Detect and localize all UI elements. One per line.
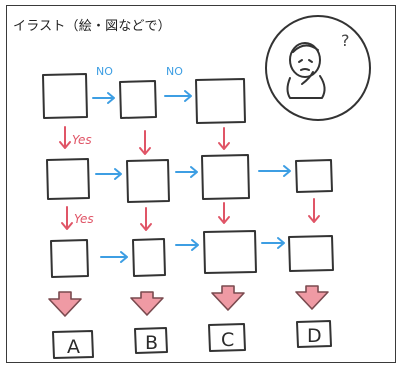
decision-box-r3c2 <box>132 238 166 277</box>
no-arrow <box>175 239 199 251</box>
outcome-down-arrow-icon <box>295 285 329 310</box>
decision-box-r3c1 <box>50 239 89 278</box>
decision-box-r2c3 <box>201 154 250 200</box>
no-arrow <box>92 92 115 104</box>
decision-box-r3c3 <box>203 230 257 274</box>
decision-box-r2c1 <box>46 158 90 200</box>
outcome-box-b <box>134 327 168 354</box>
no-arrow <box>261 237 285 249</box>
decision-box-r2c4 <box>295 159 333 193</box>
question-mark-icon: ? <box>341 31 350 50</box>
yes-arrow <box>140 207 152 231</box>
decision-box-r1c3 <box>195 78 246 124</box>
no-arrow <box>95 168 122 180</box>
person-hair <box>292 44 319 53</box>
outcome-label-a: A <box>67 336 80 358</box>
decision-box-r2c2 <box>126 159 170 203</box>
no-arrow <box>100 251 128 263</box>
decision-box-r1c2 <box>119 80 157 119</box>
person-hand <box>301 71 314 85</box>
outcome-box-c <box>208 323 246 352</box>
yes-arrow <box>218 202 230 224</box>
outcome-label-d: D <box>307 325 322 347</box>
yes-arrow <box>139 130 151 155</box>
no-arrow <box>258 165 291 177</box>
yes-arrows <box>59 126 320 231</box>
decision-box-r1c1 <box>42 73 88 119</box>
decision-box-r3c4 <box>288 235 334 272</box>
yes-arrow <box>59 126 71 149</box>
outcome-down-arrow-icon <box>130 291 164 316</box>
thought-circle <box>265 15 371 121</box>
outcome-label-b: B <box>145 332 158 354</box>
person-body <box>286 75 326 99</box>
yes-arrow <box>218 127 230 150</box>
outcome-arrows <box>48 285 329 317</box>
person-mouth <box>300 68 310 71</box>
no-label: NO <box>166 65 183 78</box>
no-arrow <box>175 166 198 178</box>
outcome-label-c: C <box>221 329 234 351</box>
yes-arrow <box>61 206 73 230</box>
no-arrows <box>92 90 291 263</box>
thinking-person-illustration: ? <box>265 15 371 121</box>
person-eyes <box>298 59 313 63</box>
outcome-box-d <box>296 320 332 348</box>
no-arrow <box>164 90 192 102</box>
outcome-down-arrow-icon <box>48 291 82 317</box>
yes-arrow <box>308 198 320 223</box>
no-label: NO <box>96 65 113 78</box>
outcome-box-a <box>52 330 94 359</box>
yes-label: Yes <box>74 212 94 226</box>
yes-label: Yes <box>72 133 92 147</box>
person-head <box>289 42 321 78</box>
outcome-down-arrow-icon <box>211 285 245 311</box>
frame-title: イラスト（絵・図などで） <box>13 19 171 34</box>
